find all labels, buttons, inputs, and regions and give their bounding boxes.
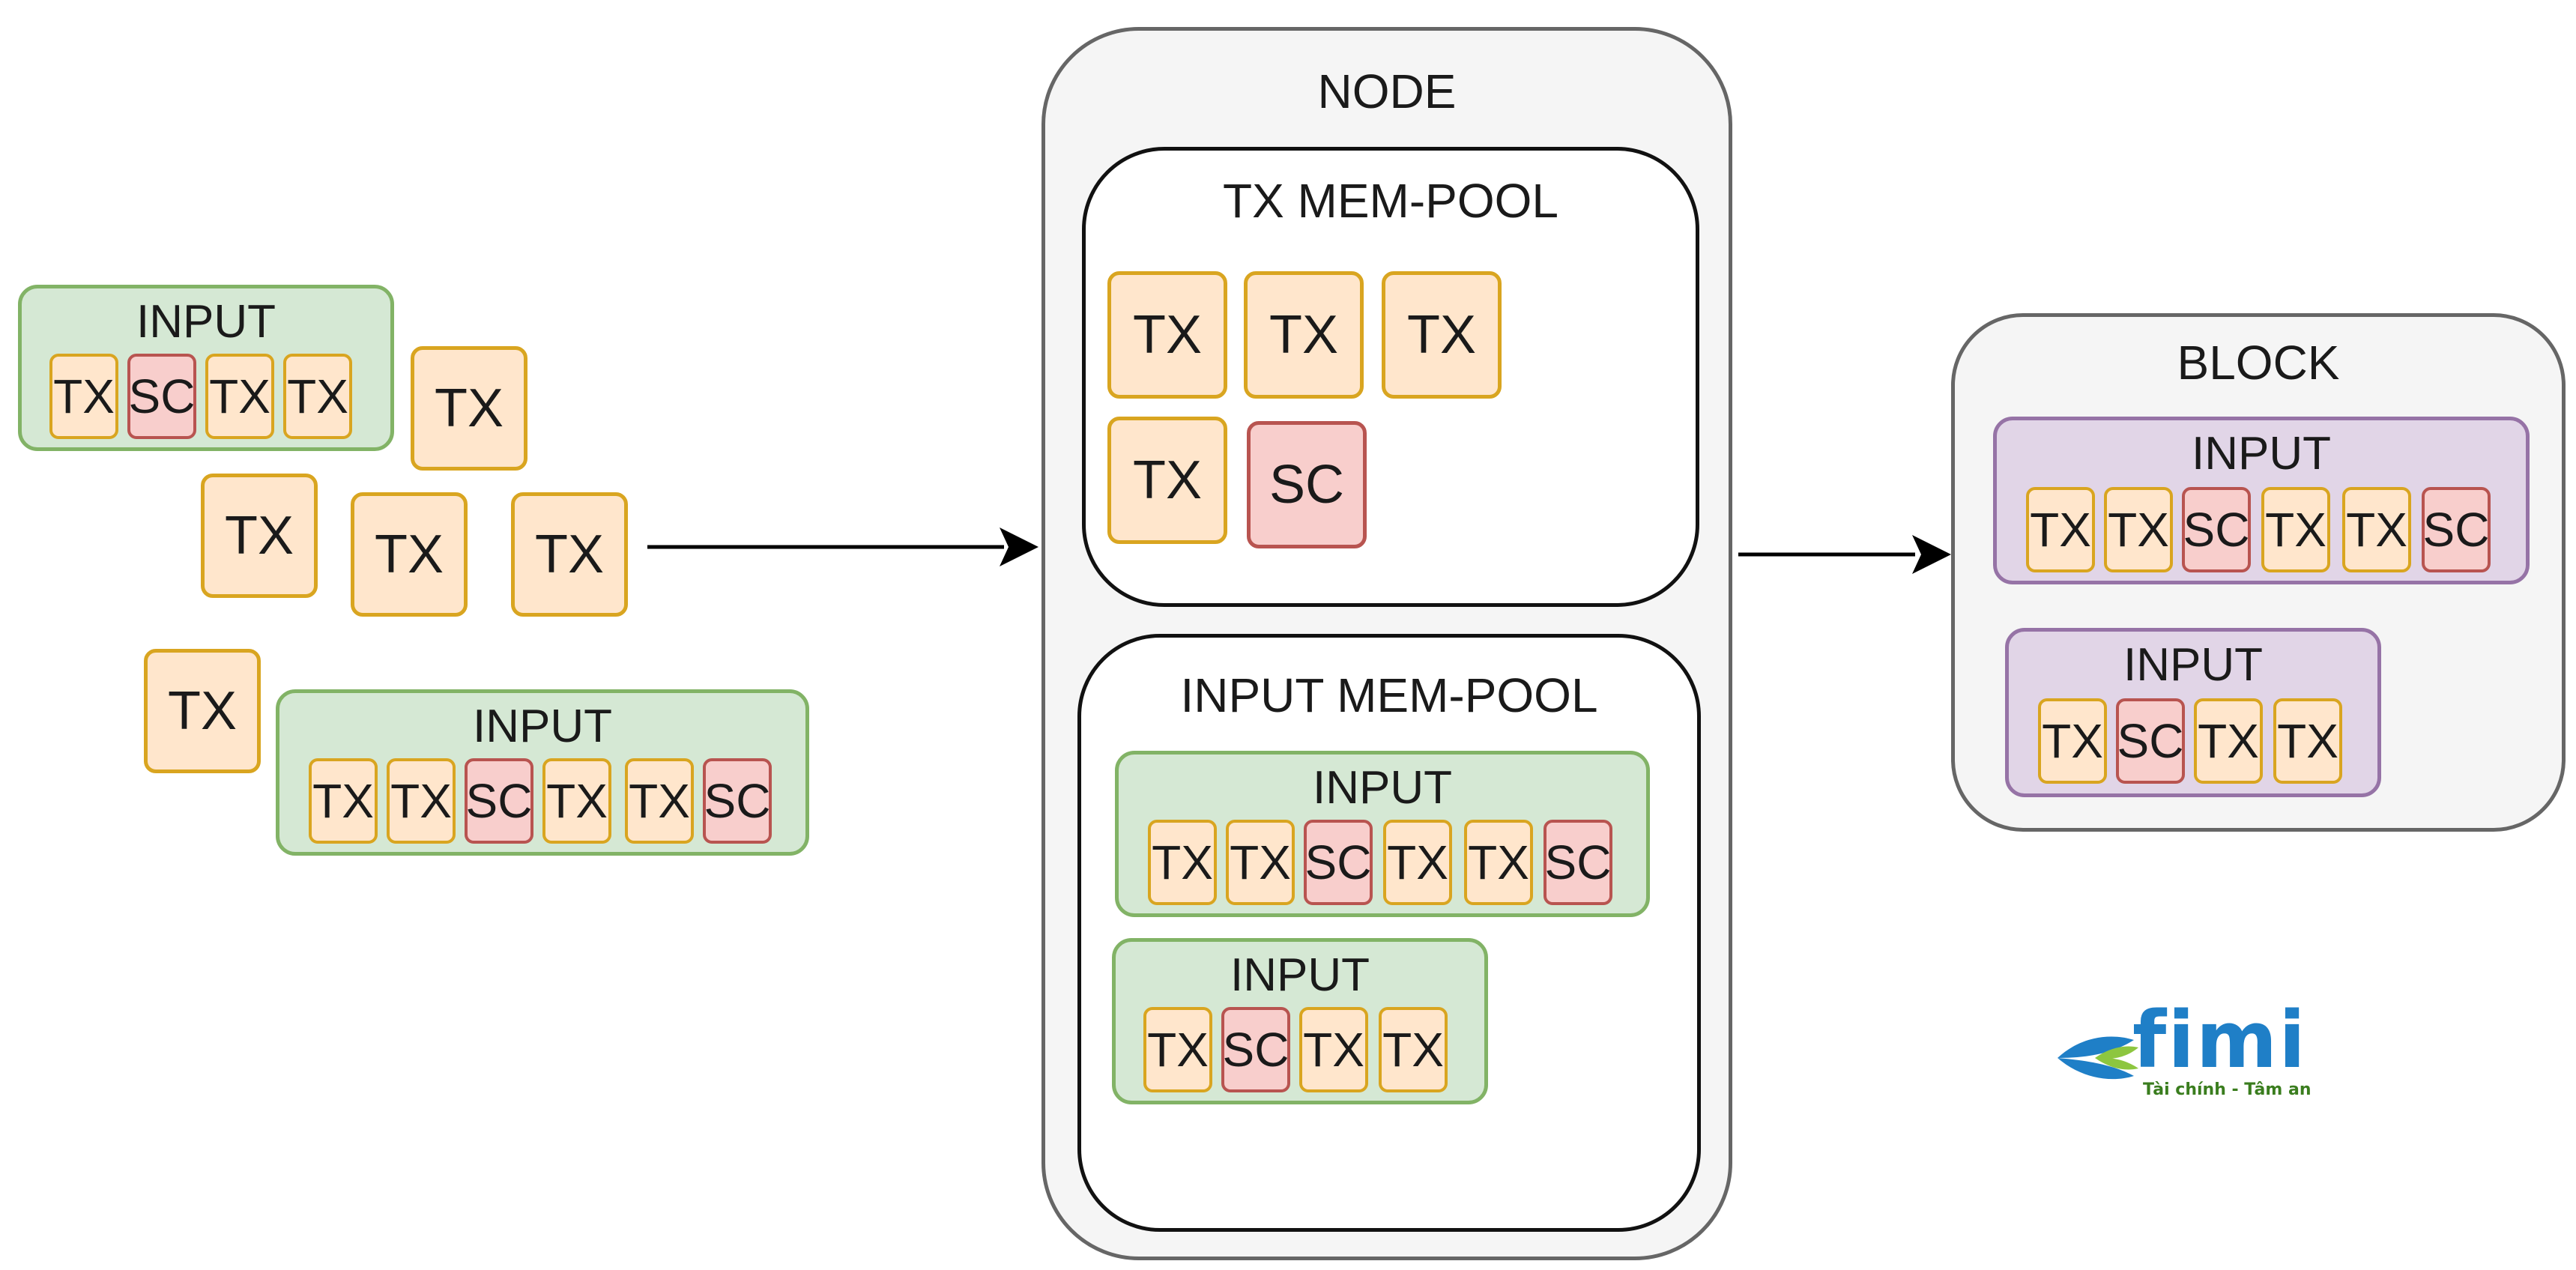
tx-box: TX bbox=[1107, 417, 1227, 544]
tx-box: TX bbox=[144, 649, 261, 773]
input-label: INPUT bbox=[473, 701, 612, 752]
arrow-to-block bbox=[1738, 535, 1951, 574]
sc-box: SC bbox=[2182, 487, 2251, 572]
tx-box: TX bbox=[2273, 698, 2342, 784]
input-label: INPUT bbox=[1230, 949, 1370, 1001]
tx-box: TX bbox=[309, 758, 378, 844]
sc-box: SC bbox=[2422, 487, 2491, 572]
tx-box: TX bbox=[351, 492, 468, 617]
tx-box: TX bbox=[625, 758, 694, 844]
sc-box: SC bbox=[1221, 1007, 1290, 1092]
block-title: BLOCK bbox=[2177, 336, 2340, 390]
input-label: INPUT bbox=[136, 296, 276, 348]
node-title: NODE bbox=[1317, 64, 1457, 118]
tx-box: TX bbox=[1143, 1007, 1212, 1092]
tx-box: TX bbox=[1226, 820, 1295, 905]
arrow-to-node bbox=[647, 527, 1038, 566]
tx-box: TX bbox=[411, 346, 527, 471]
tx-box: TX bbox=[2038, 698, 2107, 784]
sc-box: SC bbox=[1304, 820, 1373, 905]
tx-box: TX bbox=[1299, 1007, 1368, 1092]
tx-box: TX bbox=[1244, 271, 1364, 399]
input-mem-pool bbox=[1077, 634, 1701, 1232]
tx-box: TX bbox=[1383, 820, 1452, 905]
input-label: INPUT bbox=[2192, 428, 2331, 480]
tx-box: TX bbox=[511, 492, 628, 617]
tx-box: TX bbox=[542, 758, 611, 844]
sc-box: SC bbox=[1247, 421, 1367, 548]
fimi-leaf-icon bbox=[2058, 1036, 2138, 1080]
tx-box: TX bbox=[1379, 1007, 1448, 1092]
tx-box: TX bbox=[1148, 820, 1217, 905]
tx-box: TX bbox=[201, 474, 318, 598]
input-label: INPUT bbox=[1313, 762, 1452, 814]
tx-box: TX bbox=[205, 354, 274, 439]
tx-box: TX bbox=[49, 354, 118, 439]
sc-box: SC bbox=[127, 354, 196, 439]
tx-box: TX bbox=[2342, 487, 2411, 572]
tx-box: TX bbox=[1464, 820, 1533, 905]
tx-box: TX bbox=[1382, 271, 1502, 399]
input-label: INPUT bbox=[2123, 639, 2263, 691]
tx-box: TX bbox=[283, 354, 352, 439]
input-mem-pool-title: INPUT MEM-POOL bbox=[1180, 668, 1598, 722]
sc-box: SC bbox=[465, 758, 533, 844]
sc-box: SC bbox=[2116, 698, 2185, 784]
tx-box: TX bbox=[2026, 487, 2095, 572]
fimi-wordmark: fimi bbox=[2132, 994, 2307, 1086]
tx-mem-pool-title: TX MEM-POOL bbox=[1222, 174, 1559, 228]
sc-box: SC bbox=[1544, 820, 1612, 905]
tx-box: TX bbox=[2194, 698, 2263, 784]
tx-box: TX bbox=[387, 758, 456, 844]
sc-box: SC bbox=[703, 758, 772, 844]
tx-box: TX bbox=[2261, 487, 2330, 572]
tx-box: TX bbox=[2104, 487, 2173, 572]
fimi-tagline: Tài chính - Tâm an bbox=[2143, 1080, 2312, 1099]
fimi-logo: fimi Tài chính - Tâm an bbox=[2050, 1001, 2320, 1104]
tx-box: TX bbox=[1107, 271, 1227, 399]
